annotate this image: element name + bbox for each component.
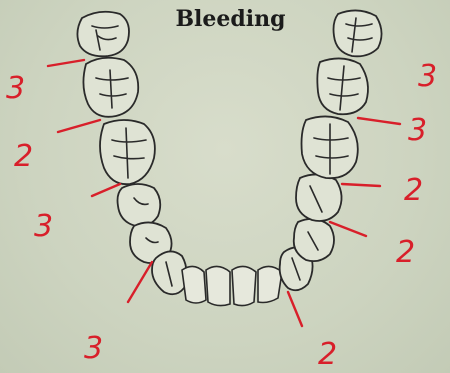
teeth-incisors xyxy=(182,266,282,305)
score-left-3: 3 xyxy=(34,209,53,244)
tooth-left-molar-3 xyxy=(77,12,129,57)
score-left-1: 3 xyxy=(6,71,25,106)
scores-left: 3 2 3 3 xyxy=(6,71,103,366)
tooth-incisor-2 xyxy=(206,266,230,305)
teeth-right xyxy=(280,10,382,290)
leader-right-3 xyxy=(330,222,366,236)
teeth-left xyxy=(77,12,186,295)
tooth-right-premolar-2 xyxy=(296,174,342,221)
score-right-5: 2 xyxy=(318,337,337,372)
leader-left-1 xyxy=(48,60,84,66)
leader-right-2 xyxy=(342,184,380,186)
diagram-title: Bleeding xyxy=(158,6,303,32)
tooth-right-molar-3 xyxy=(334,10,382,56)
score-left-4: 3 xyxy=(84,331,103,366)
tooth-right-premolar-1 xyxy=(294,219,334,261)
leader-right-4 xyxy=(288,292,302,326)
score-left-2: 2 xyxy=(14,139,33,174)
score-right-1: 3 xyxy=(418,59,437,94)
tooth-incisor-3 xyxy=(232,266,256,305)
tooth-incisor-1 xyxy=(182,266,206,303)
leader-left-3 xyxy=(92,184,120,196)
leader-left-4 xyxy=(128,262,152,302)
leader-left-2 xyxy=(58,120,100,132)
tooth-incisor-4 xyxy=(258,266,282,302)
score-right-4: 2 xyxy=(396,235,415,270)
leader-right-1 xyxy=(358,118,400,124)
score-right-3: 2 xyxy=(404,173,423,208)
tooth-left-premolar-2 xyxy=(118,184,161,226)
score-right-2: 3 xyxy=(408,113,427,148)
